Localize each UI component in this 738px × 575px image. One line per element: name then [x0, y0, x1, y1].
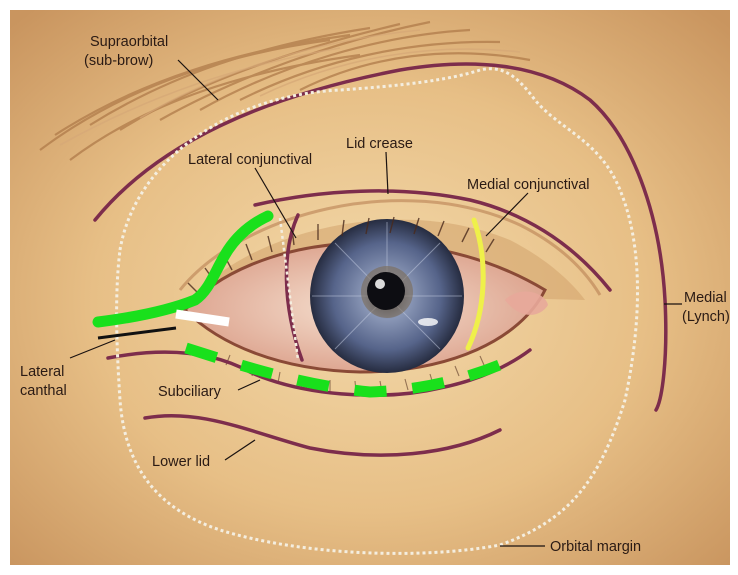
label-lateral-canthal-line1: Lateral	[20, 364, 64, 380]
label-lower-lid: Lower lid	[152, 454, 210, 470]
label-lateral-conjunctival: Lateral conjunctival	[188, 152, 312, 168]
label-orbital-margin: Orbital margin	[550, 539, 641, 555]
label-subciliary: Subciliary	[158, 384, 222, 400]
label-medial-lynch-line2: (Lynch)	[682, 309, 730, 325]
pupil	[367, 272, 405, 310]
label-supraorbital-line2: (sub-brow)	[84, 53, 153, 69]
label-lateral-canthal-line2: canthal	[20, 383, 67, 399]
label-medial-lynch-line1: Medial	[684, 290, 727, 306]
label-lid-crease: Lid crease	[346, 136, 413, 152]
label-supraorbital-line1: Supraorbital	[90, 34, 168, 50]
label-medial-conjunctival: Medial conjunctival	[467, 177, 590, 193]
